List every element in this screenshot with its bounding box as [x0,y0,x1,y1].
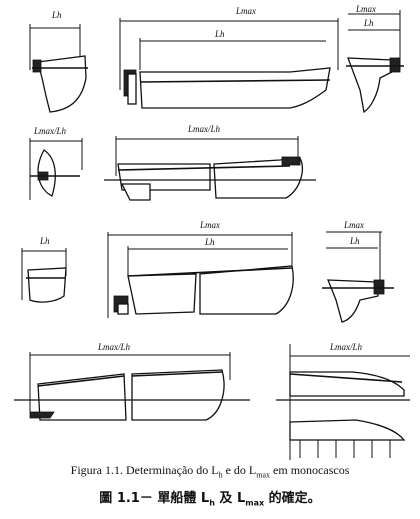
label-lh: Lh [39,236,50,246]
label-lmax-lh: Lmax/Lh [329,342,363,352]
panel-row3-center: Lmax Lh [107,220,294,318]
panel-row1-right: Lmax Lh [346,4,404,114]
figure-caption-portuguese: Figura 1.1. Determinação do Lh e do Lmax… [70,463,350,480]
panel-row4-left: Lmax/Lh [14,342,250,421]
label-lh: Lh [51,10,62,20]
label-lmax-lh: Lmax/Lh [97,342,131,352]
label-lmax-lh: Lmax/Lh [33,126,67,136]
label-lmax: Lmax [199,220,220,230]
figure-caption-chinese: 圖 1.1－ 單船體 Lh 及 Lmax 的確定。 [99,491,321,508]
hull-length-diagram: Lh Lmax Lh Lmax Lh Lmax/Lh [14,4,410,460]
label-lmax-lh: Lmax/Lh [187,124,221,134]
label-lh: Lh [363,18,374,28]
panel-row2-left: Lmax/Lh [29,126,83,200]
panel-row4-right: Lmax/Lh [276,342,410,460]
label-lh: Lh [204,237,215,247]
panel-row1-left: Lh [29,10,88,113]
label-lmax: Lmax [343,220,364,230]
label-lh: Lh [214,29,225,39]
label-lmax: Lmax [235,6,256,16]
panel-row3-right: Lmax Lh [322,220,394,323]
panel-row2-center: Lmax/Lh [104,124,316,201]
label-lmax: Lmax [355,4,376,14]
label-lh: Lh [349,236,360,246]
panel-row3-left: Lh [21,236,67,303]
panel-row1-center: Lmax Lh [119,6,339,109]
